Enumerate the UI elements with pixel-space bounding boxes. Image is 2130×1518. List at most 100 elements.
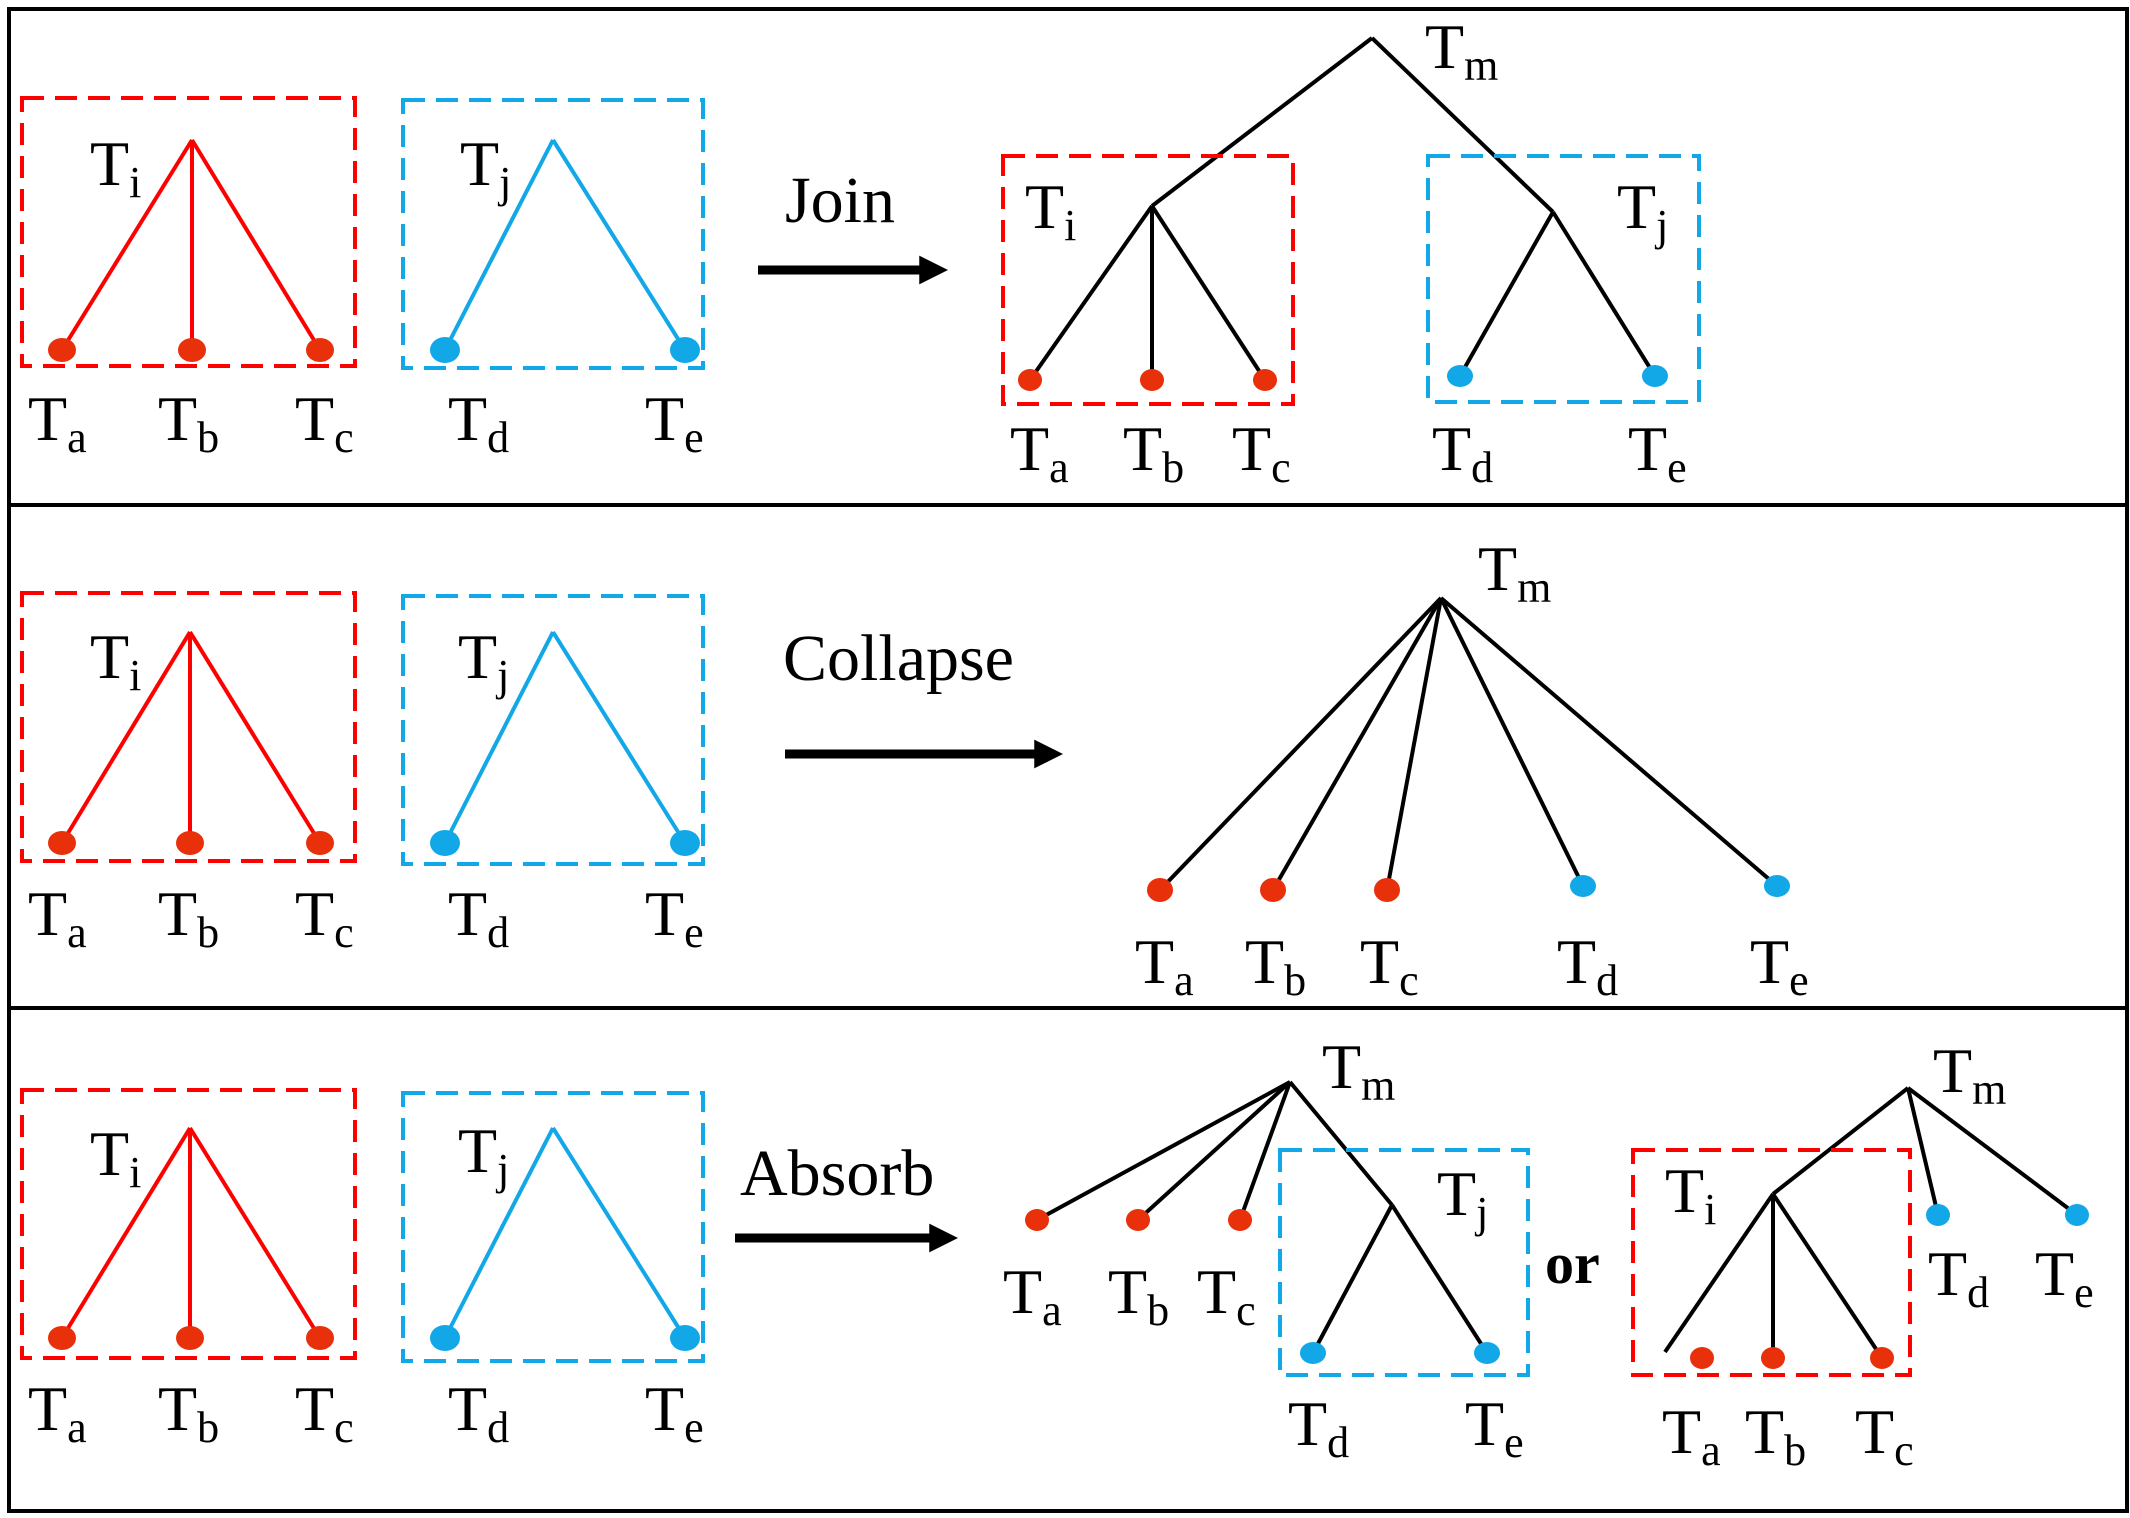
leaf-nodes — [1690, 1204, 2089, 1369]
leaf-label-a: Ta — [1135, 926, 1194, 1005]
input-tree-j: Tj Td Te — [401, 1091, 705, 1452]
node-label-i: Ti — [90, 621, 141, 700]
leaf-label-a: Ta — [1010, 413, 1069, 492]
leaf-label-c: Tc — [295, 1373, 354, 1452]
operation-label-absorb: Absorb — [740, 1137, 934, 1210]
leaf-c — [1374, 878, 1400, 902]
leaf-label-c: Tc — [295, 878, 354, 957]
tree-edges — [60, 1126, 322, 1340]
group-box-j — [1278, 1148, 1530, 1377]
group-box-j — [401, 594, 705, 866]
node-label-j: Tj — [458, 621, 509, 700]
leaf-label-a: Ta — [28, 878, 87, 957]
tree-edges — [60, 630, 322, 845]
leaf-nodes — [48, 831, 334, 855]
leaf-a — [48, 338, 76, 362]
leaf-e — [1474, 1342, 1500, 1364]
leaf-c — [1870, 1347, 1894, 1369]
leaf-label-a: Ta — [28, 1373, 87, 1452]
operation-label-join: Join — [785, 164, 895, 237]
leaf-nodes — [1018, 365, 1668, 391]
group-box-j — [1426, 154, 1701, 404]
leaf-b — [1761, 1347, 1785, 1369]
leaf-label-e: Te — [2035, 1238, 2094, 1317]
leaf-label-b: Tb — [1245, 926, 1306, 1005]
leaf-d — [430, 830, 460, 856]
group-box-j — [401, 98, 705, 370]
result-tree-collapse: Tm Ta Tb Tc Td Te — [1135, 533, 1809, 1005]
leaf-nodes — [48, 338, 334, 362]
leaf-nodes — [430, 1325, 700, 1351]
result-tree-absorb-j: Tm Tj Ta Tb Tc Td Te — [1003, 1031, 1530, 1467]
leaf-label-d: Td — [1288, 1388, 1349, 1467]
leaf-a — [48, 1326, 76, 1350]
leaf-nodes — [48, 1326, 334, 1350]
leaf-a — [1147, 878, 1173, 902]
input-tree-i: Ti Ta Tb Tc — [20, 1088, 357, 1452]
node-label-m: Tm — [1478, 533, 1551, 612]
leaf-c — [306, 831, 334, 855]
leaf-d — [430, 1325, 460, 1351]
node-label-i: Ti — [1665, 1155, 1716, 1234]
leaf-label-d: Td — [1432, 413, 1493, 492]
tree-edges — [60, 138, 322, 352]
leaf-label-d: Td — [448, 1373, 509, 1452]
leaf-a — [48, 831, 76, 855]
figure-frame — [7, 7, 2129, 1513]
group-box-i — [20, 96, 357, 368]
leaf-label-a: Ta — [1003, 1256, 1062, 1335]
leaf-e — [670, 830, 700, 856]
leaf-label-c: Tc — [1855, 1396, 1914, 1475]
input-tree-i: Ti Ta Tb Tc — [20, 96, 357, 462]
leaf-label-d: Td — [448, 383, 509, 462]
leaf-nodes — [1025, 1209, 1500, 1364]
leaf-b — [176, 1326, 204, 1350]
operation-label-collapse: Collapse — [783, 622, 1014, 695]
leaf-label-a: Ta — [28, 383, 87, 462]
leaf-label-c: Tc — [1360, 926, 1419, 1005]
leaf-d — [430, 337, 460, 363]
leaf-d — [1300, 1342, 1326, 1364]
leaf-label-b: Tb — [158, 383, 219, 462]
leaf-label-e: Te — [1628, 413, 1687, 492]
tree-edges — [1663, 1086, 2079, 1360]
leaf-c — [306, 338, 334, 362]
group-box-i — [20, 1088, 357, 1360]
node-label-m: Tm — [1933, 1035, 2006, 1114]
leaf-label-e: Te — [1465, 1388, 1524, 1467]
node-label-m: Tm — [1322, 1031, 1395, 1110]
panel-join: Ti Ta Tb Tc Tj Td Te Join — [20, 11, 1701, 492]
tree-edges — [1036, 1080, 1489, 1355]
group-box-j — [401, 1091, 705, 1363]
leaf-d — [1570, 875, 1596, 897]
tree-edges — [443, 138, 687, 352]
panel-absorb: Ti Ta Tb Tc Tj Td Te Absorb — [20, 1031, 2094, 1475]
leaf-label-d: Td — [1928, 1238, 1989, 1317]
leaf-e — [670, 337, 700, 363]
group-box-i — [20, 591, 357, 863]
leaf-label-d: Td — [1557, 926, 1618, 1005]
input-tree-i: Ti Ta Tb Tc — [20, 591, 357, 957]
leaf-label-c: Tc — [1197, 1256, 1256, 1335]
leaf-label-c: Tc — [295, 383, 354, 462]
leaf-label-b: Tb — [1745, 1396, 1806, 1475]
leaf-e — [1642, 365, 1668, 387]
leaf-b — [1140, 369, 1164, 391]
leaf-label-b: Tb — [158, 1373, 219, 1452]
node-label-m: Tm — [1425, 11, 1498, 90]
group-box-i — [1631, 1148, 1912, 1377]
leaf-nodes — [1147, 875, 1790, 902]
group-box-i — [1001, 154, 1295, 406]
node-label-j: Tj — [460, 128, 511, 207]
node-label-j: Tj — [1617, 171, 1668, 250]
leaf-b — [1260, 878, 1286, 902]
node-label-i: Ti — [90, 128, 141, 207]
leaf-a — [1025, 1209, 1049, 1231]
leaf-d — [1447, 365, 1473, 387]
tree-edges — [1028, 36, 1657, 382]
leaf-a — [1018, 369, 1042, 391]
panel-collapse: Ti Ta Tb Tc Tj Td Te Collapse — [20, 533, 1809, 1005]
node-label-j: Tj — [458, 1115, 509, 1194]
leaf-e — [2065, 1204, 2089, 1226]
